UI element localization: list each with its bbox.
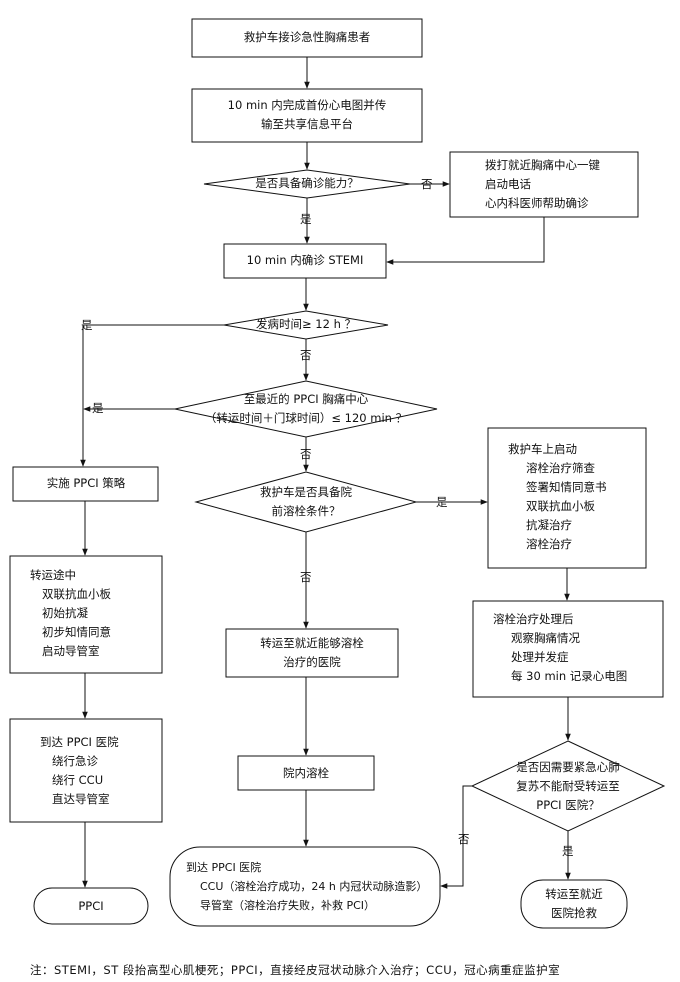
ambulance-receive-label: 救护车接诊急性胸痛患者: [243, 30, 371, 44]
edge-no-ppci-time: 否: [300, 447, 312, 461]
on-ambulance-item-1: 溶栓治疗筛查: [526, 461, 595, 475]
box-stemi: [223, 243, 387, 279]
on-ambulance-item-4: 抗凝治疗: [526, 518, 572, 532]
rescue-label: 转运至就近 医院抢救: [545, 885, 603, 923]
terminal-ppci: [33, 887, 149, 925]
after-lysis-label: 溶栓治疗处理后 观察胸痛情况 处理并发症 每 30 min 记录心电图: [493, 610, 627, 686]
ecg-label: 10 min 内完成首份心电图并传 输至共享信息平台: [228, 96, 387, 134]
transit-title: 转运途中: [30, 568, 76, 582]
rescue-line-2: 医院抢救: [551, 906, 597, 920]
box-ambulance-receive: [191, 18, 423, 58]
edge-yes-onset: 是: [81, 318, 93, 332]
ppci-strategy-label: 实施 PPCI 策略: [46, 476, 126, 490]
edge-yes-diagnose: 是: [300, 212, 312, 226]
after-lysis-item-1: 观察胸痛情况: [511, 631, 580, 645]
arrive-left-item-3: 直达导管室: [52, 792, 110, 806]
edge-no-emergency: 否: [458, 832, 470, 846]
emergency-line-3: PPCI 医院？: [536, 798, 600, 812]
emergency-question: 是否因需要紧急心肺 复苏不能耐受转运至 PPCI 医院？: [516, 758, 620, 815]
transfer-lysis-line-2: 治疗的医院: [283, 655, 341, 669]
arrive-center-title: 到达 PPCI 医院: [186, 861, 262, 874]
lysis-line-1: 救护车是否具备院: [260, 485, 352, 499]
on-ambulance-item-5: 溶栓治疗: [526, 537, 572, 551]
arrive-center-item-1: CCU（溶栓治疗成功，24 h 内冠状动脉造影）: [200, 880, 428, 893]
after-lysis-item-2: 处理并发症: [511, 650, 569, 664]
on-ambulance-title: 救护车上启动: [508, 442, 577, 456]
box-after-lysis: [472, 600, 664, 698]
ppci-time-line-2: （转运时间＋门球时间）≤ 120 min ？: [204, 411, 408, 425]
transit-item-4: 启动导管室: [42, 644, 100, 658]
on-ambulance-item-2: 签署知情同意书: [526, 480, 607, 494]
box-ecg: [191, 88, 423, 143]
ppci-time-question: 至最近的 PPCI 胸痛中心 （转运时间＋门球时间）≤ 120 min ？: [205, 390, 407, 428]
edge-no-lysis: 否: [300, 570, 312, 584]
transit-item-2: 初始抗凝: [42, 606, 88, 620]
ecg-line-2: 输至共享信息平台: [260, 117, 353, 131]
box-help: [449, 151, 639, 218]
box-transit: [9, 555, 163, 674]
ppci-terminal-label: PPCI: [78, 899, 104, 913]
help-label: 拨打就近胸痛中心一键 启动电话 心内科医师帮助确诊: [485, 156, 600, 213]
lysis-line-2: 前溶栓条件？: [271, 504, 341, 518]
emergency-line-2: 复苏不能耐受转运至: [516, 779, 620, 793]
arrive-left-item-2: 绕行 CCU: [52, 773, 104, 787]
footnote: 注：STEMI，ST 段抬高型心肌梗死；PPCI，直接经皮冠状动脉介入治疗；CC…: [30, 963, 561, 977]
box-arrive-left: [9, 718, 163, 823]
edge-no-onset: 否: [300, 348, 312, 362]
arrive-left-label: 到达 PPCI 医院 绕行急诊 绕行 CCU 直达导管室: [40, 733, 119, 809]
transfer-lysis-line-1: 转运至就近能够溶栓: [260, 636, 364, 650]
lysis-question: 救护车是否具备院 前溶栓条件？: [260, 483, 352, 521]
terminal-rescue: [520, 879, 628, 929]
edge-yes-emergency: 是: [562, 844, 574, 858]
terminal-arrive-center: [169, 846, 441, 927]
help-line-2: 启动电话: [485, 177, 531, 191]
in-hospital-lysis-label: 院内溶栓: [283, 766, 329, 780]
help-line-1: 拨打就近胸痛中心一键: [485, 158, 600, 172]
rescue-line-1: 转运至就近: [545, 887, 603, 901]
transit-item-3: 初步知情同意: [42, 625, 111, 639]
box-on-ambulance: [487, 427, 647, 569]
transit-item-1: 双联抗血小板: [42, 587, 111, 601]
help-line-3: 心内科医师帮助确诊: [485, 196, 589, 210]
on-ambulance-label: 救护车上启动 溶栓治疗筛查 签署知情同意书 双联抗血小板 抗凝治疗 溶栓治疗: [508, 440, 607, 554]
after-lysis-item-3: 每 30 min 记录心电图: [511, 669, 628, 683]
ppci-time-line-1: 至最近的 PPCI 胸痛中心: [243, 392, 369, 406]
edge-yes-ppci-time: 是: [92, 401, 104, 415]
arrive-center-item-2: 导管室（溶栓治疗失败，补救 PCI）: [200, 899, 376, 912]
transit-label: 转运途中 双联抗血小板 初始抗凝 初步知情同意 启动导管室: [30, 566, 111, 661]
transfer-lysis-label: 转运至就近能够溶栓 治疗的医院: [260, 634, 364, 672]
edge-yes-lysis: 是: [436, 495, 448, 509]
after-lysis-title: 溶栓治疗处理后: [493, 612, 574, 626]
emergency-line-1: 是否因需要紧急心肺: [516, 760, 620, 774]
edge-no-diagnose: 否: [421, 177, 433, 191]
stemi-label: 10 min 内确诊 STEMI: [246, 253, 364, 267]
arrive-center-label: 到达 PPCI 医院 CCU（溶栓治疗成功，24 h 内冠状动脉造影） 导管室（…: [186, 858, 427, 915]
on-ambulance-item-3: 双联抗血小板: [526, 499, 595, 513]
arrive-left-title: 到达 PPCI 医院: [40, 735, 119, 749]
onset-question: 发病时间≥ 12 h ？: [255, 317, 357, 331]
ecg-line-1: 10 min 内完成首份心电图并传: [227, 98, 387, 112]
arrive-left-item-1: 绕行急诊: [52, 754, 98, 768]
box-transfer-lysis: [225, 628, 399, 678]
diagnose-question: 是否具备确诊能力？: [255, 176, 359, 190]
